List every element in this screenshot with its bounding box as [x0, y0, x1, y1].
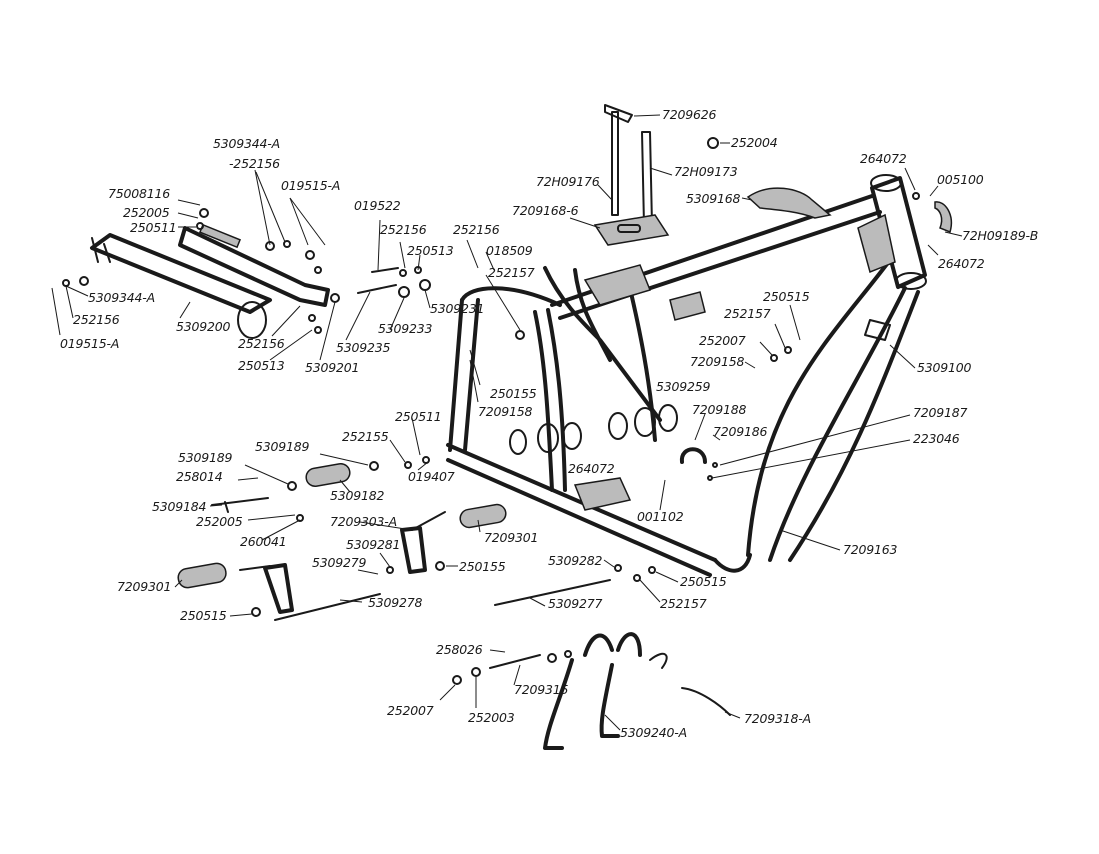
- part-label-5309200: 5309200: [176, 319, 231, 334]
- part-label-7209186: 7209186: [713, 424, 768, 439]
- part-label-7209315: 7209315: [514, 682, 569, 697]
- part-label-252156-left: 252156: [73, 312, 120, 327]
- part-label-019515-A-left: 019515-A: [60, 336, 120, 351]
- clip-72H09189-B: [934, 201, 952, 234]
- seat-tube: [448, 298, 464, 452]
- part-label-252156-stand: 252156: [238, 336, 285, 351]
- part-label-5309259: 5309259: [656, 379, 711, 394]
- leader-lines: [51, 114, 963, 731]
- part-label-250515-right: 250515: [763, 289, 810, 304]
- part-label-250515-low: 250515: [680, 574, 727, 589]
- part-label-252005-mid: 252005: [196, 514, 243, 529]
- part-label-5309233: 5309233: [378, 321, 433, 336]
- part-label-019515-A-top: 019515-A: [281, 178, 341, 193]
- down-tube-rear: [746, 258, 892, 557]
- part-label-7209158-mid: 7209158: [478, 404, 533, 419]
- rods: [274, 267, 611, 669]
- part-label-252005-left: 252005: [123, 205, 170, 220]
- part-label-5309277: 5309277: [548, 596, 603, 611]
- part-label-5309231: 5309231: [430, 301, 485, 316]
- part-label-260041: 260041: [240, 534, 287, 549]
- part-label-018509: 018509: [486, 243, 533, 258]
- part-label-252157-low: 252157: [660, 596, 707, 611]
- part-label-252007-low: 252007: [387, 703, 434, 718]
- part-label-7209168-6: 7209168-6: [512, 203, 579, 218]
- part-label-72H09189-B: 72H09189-B: [962, 228, 1039, 243]
- bracket-5309168: [746, 187, 832, 219]
- cradle-front: [713, 553, 752, 573]
- part-label-264072-mid: 264072: [568, 461, 615, 476]
- part-label-252007-right: 252007: [699, 333, 746, 348]
- part-label-7209303-A: 7209303-A: [330, 514, 397, 529]
- part-label-7209187: 7209187: [913, 405, 968, 420]
- part-label-252003: 252003: [468, 710, 515, 725]
- part-label-5309189-b: 5309189: [255, 439, 310, 454]
- part-label-5309201: 5309201: [305, 360, 360, 375]
- part-label-250511-left: 250511: [130, 220, 177, 235]
- footrest-rubbers: [177, 462, 507, 589]
- part-label-5309182: 5309182: [330, 488, 385, 503]
- part-label-7209188: 7209188: [692, 402, 747, 417]
- part-label-7209301-right: 7209301: [484, 530, 539, 545]
- part-label-252156-mid-a: 252156: [380, 222, 427, 237]
- part-label-264072-head: 264072: [938, 256, 985, 271]
- part-label-223046: 223046: [913, 431, 960, 446]
- part-label-250513-mid: 250513: [407, 243, 454, 258]
- battery-bracket: [593, 104, 670, 246]
- footrest-arms: [211, 497, 446, 614]
- part-label-5309184: 5309184: [152, 499, 207, 514]
- part-label-5309344-A-left: 5309344-A: [88, 290, 155, 305]
- part-label-5309168: 5309168: [686, 191, 741, 206]
- gusset: [583, 264, 652, 306]
- part-label-252004: 252004: [731, 135, 778, 150]
- part-label-7209318-A: 7209318-A: [744, 711, 811, 726]
- part-label-5309281: 5309281: [346, 537, 401, 552]
- part-label-019522: 019522: [354, 198, 401, 213]
- rear-upright: [533, 310, 554, 492]
- part-label-5309189-a: 5309189: [178, 450, 233, 465]
- part-label-7209301-left: 7209301: [117, 579, 172, 594]
- centre-stand: [543, 632, 731, 750]
- part-label-5309240-A: 5309240-A: [620, 725, 687, 740]
- main-frame: [446, 174, 927, 577]
- part-label-72H09173: 72H09173: [674, 164, 738, 179]
- part-label-75008116: 75008116: [108, 186, 171, 201]
- part-label-7209626: 7209626: [662, 107, 717, 122]
- part-label-72H09176: 72H09176: [536, 174, 600, 189]
- part-label-250511-mid: 250511: [395, 409, 442, 424]
- part-label-019407: 019407: [408, 469, 455, 484]
- part-label-001102: 001102: [637, 509, 684, 524]
- part-label-7209158-right: 7209158: [690, 354, 745, 369]
- part-label-250155-mid: 250155: [490, 386, 537, 401]
- part-label-250515-left: 250515: [180, 608, 227, 623]
- part-label-005100: 005100: [937, 172, 984, 187]
- part-label-5309344-A-top: 5309344-A: [213, 136, 280, 151]
- part-label-252156-top: -252156: [229, 156, 280, 171]
- part-label-250155-low: 250155: [459, 559, 506, 574]
- part-label-5309282: 5309282: [548, 553, 603, 568]
- part-label-252157-right: 252157: [724, 306, 771, 321]
- part-label-252155: 252155: [342, 429, 389, 444]
- part-label-258014: 258014: [176, 469, 223, 484]
- part-label-258026: 258026: [436, 642, 483, 657]
- part-label-5309278: 5309278: [368, 595, 423, 610]
- part-label-252157-mid: 252157: [488, 265, 535, 280]
- part-label-5309279: 5309279: [312, 555, 367, 570]
- part-label-5309100: 5309100: [917, 360, 972, 375]
- rear-stand: [90, 223, 330, 339]
- part-label-7209163: 7209163: [843, 542, 898, 557]
- part-label-5309235: 5309235: [336, 340, 391, 355]
- part-label-252156-mid-b: 252156: [453, 222, 500, 237]
- part-label-264072-top: 264072: [860, 151, 907, 166]
- part-label-250513-stand: 250513: [238, 358, 285, 373]
